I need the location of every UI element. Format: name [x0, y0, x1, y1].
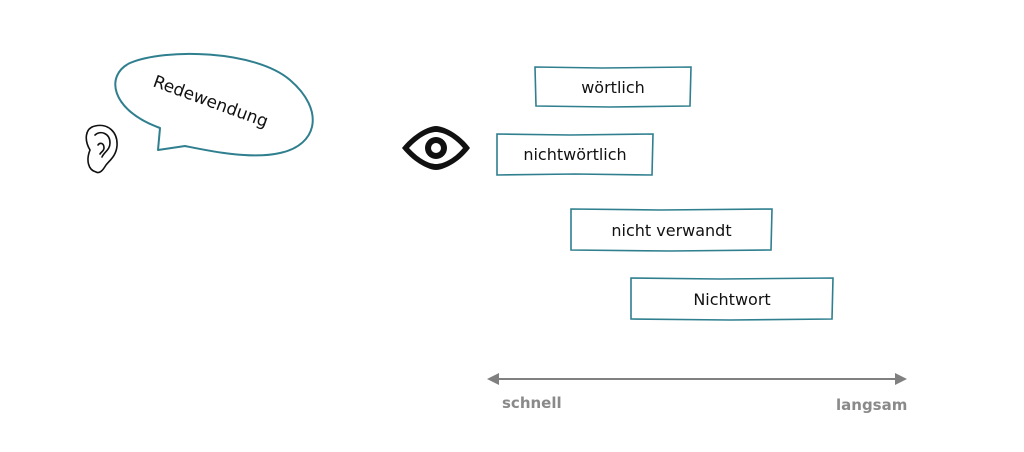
axis-label-fast: schnell: [502, 394, 562, 412]
speed-axis: [487, 373, 907, 385]
box-woertlich: wörtlich: [581, 77, 645, 97]
box-nicht-verwandt: nicht verwandt: [611, 220, 732, 240]
box-nichtwoertlich-frame: [496, 133, 654, 176]
box-nichtwort-frame: [630, 277, 834, 321]
box-woertlich-frame: [534, 66, 692, 108]
speech-bubble: [114, 52, 314, 157]
eye-icon: [402, 126, 470, 170]
box-nichtwoertlich: nichtwörtlich: [523, 145, 627, 164]
axis-label-slow: langsam: [836, 396, 908, 414]
box-nicht-verwandt-frame: [570, 208, 773, 252]
ear-icon: [85, 124, 118, 174]
box-nichtwort: Nichtwort: [693, 289, 771, 309]
